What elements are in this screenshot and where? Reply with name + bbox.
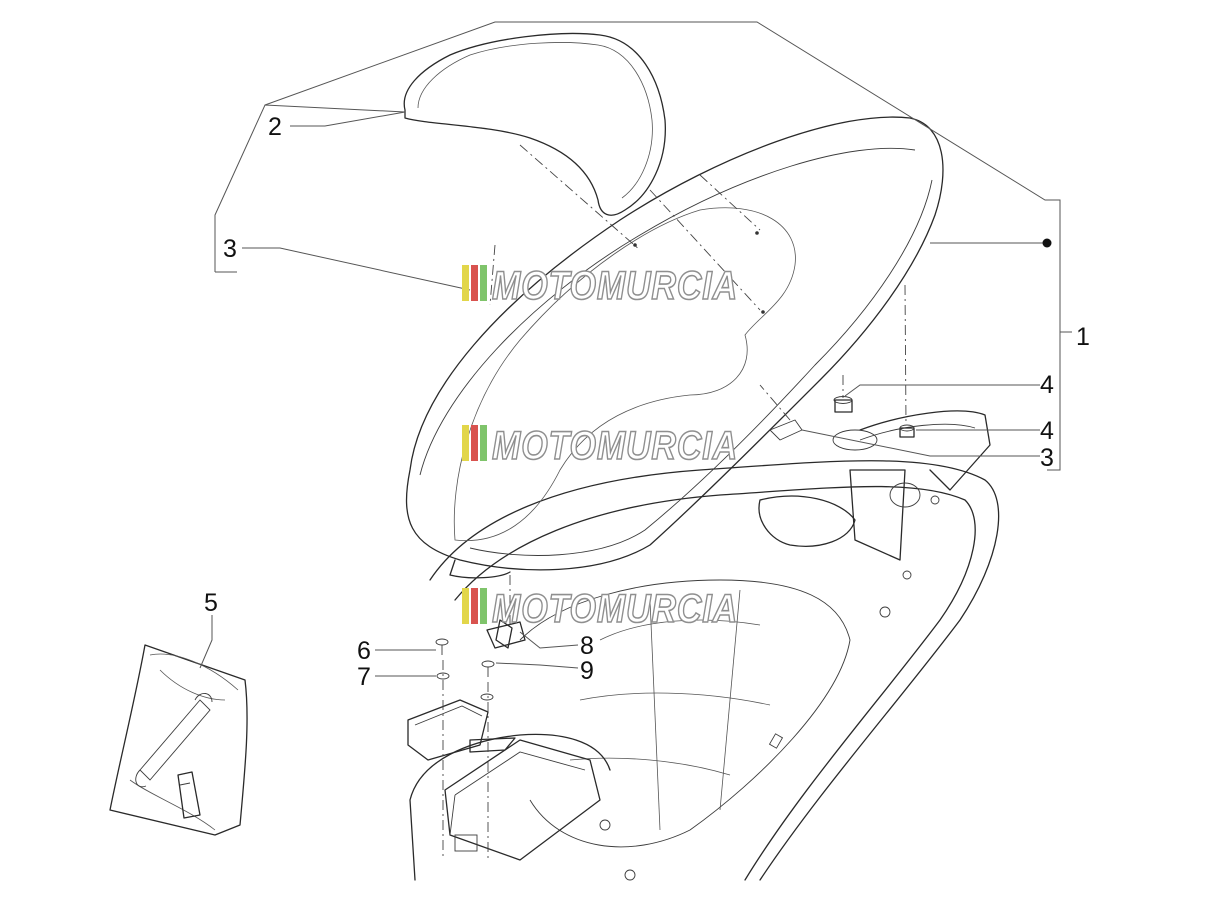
watermark-stripe-yellow [462,425,469,461]
callout-leaders [199,21,1072,677]
scooter-rear-body [407,410,1000,881]
watermark-stripe-yellow [462,265,469,301]
watermark-text: MOTOMURCIA [492,264,738,308]
rubber-buffer-a [833,396,853,413]
watermark-text: MOTOMURCIA [492,424,738,468]
screw-9 [480,660,495,701]
seat-latch [407,621,526,761]
screw-6 [435,638,449,655]
callout-4-upper: 4 [1040,371,1054,399]
callout-8: 8 [580,632,594,660]
callout-5: 5 [204,589,218,617]
callout-labels: 1 2 3 3 4 4 5 6 7 8 9 [204,113,1090,691]
callout-1: 1 [1076,323,1090,351]
watermark-text: MOTOMURCIA [492,587,738,631]
callout-3-right: 3 [1040,444,1054,472]
assembly-lines [442,144,907,860]
callout-2: 2 [268,113,282,141]
backrest-pad [403,32,666,216]
watermark-stripe-green [480,588,487,624]
callout-9: 9 [580,657,594,685]
watermark-top: MOTOMURCIA [462,263,738,309]
watermark-stripe-red [471,588,478,624]
tool-kit-bag [109,644,248,836]
battery-compartment [444,739,636,881]
watermark-stripe-green [480,265,487,301]
washer-7 [436,672,450,680]
rear-grab-rail [758,410,991,749]
callout-6: 6 [357,637,371,665]
callout-4-lower: 4 [1040,417,1054,445]
callout-7: 7 [357,663,371,691]
watermark-stripe-red [471,425,478,461]
hinge-bracket-8 [495,619,513,649]
watermark-stripe-yellow [462,588,469,624]
watermark-stripe-red [471,265,478,301]
watermark-stripe-green [480,425,487,461]
watermark-bottom: MOTOMURCIA [462,586,738,632]
rubber-buffer-b [899,424,915,438]
callout-3-top: 3 [223,235,237,263]
watermark-middle: MOTOMURCIA [462,423,738,469]
main-seat [405,116,944,579]
